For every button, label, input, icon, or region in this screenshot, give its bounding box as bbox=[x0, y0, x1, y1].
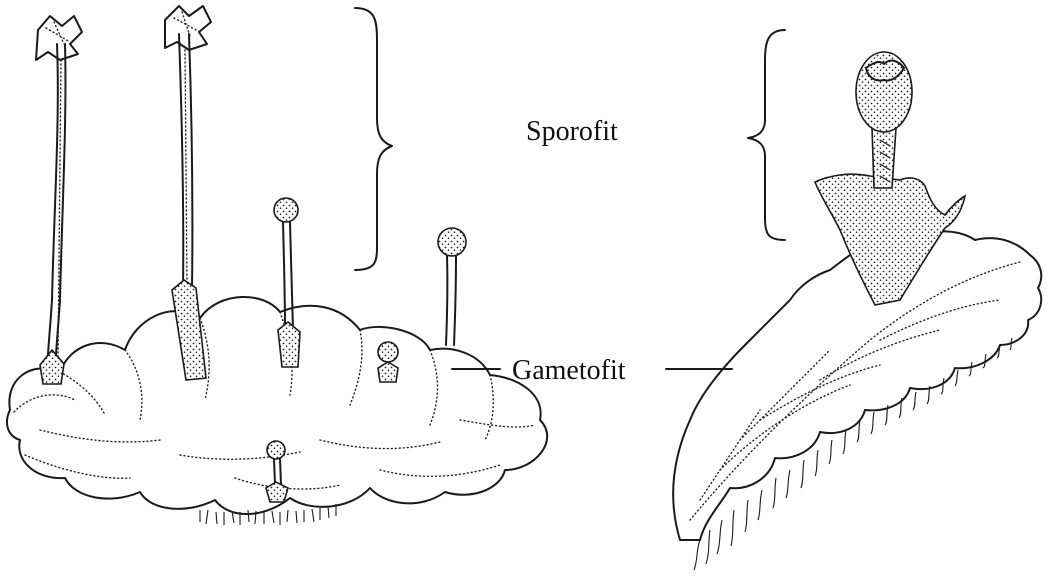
gametophyte-label: Gametofit bbox=[512, 355, 626, 386]
left-plant-illustration bbox=[7, 6, 547, 525]
sporophyte-brace-right bbox=[748, 30, 785, 240]
sporophyte-brace-left bbox=[355, 8, 392, 270]
right-plant-illustration bbox=[673, 52, 1041, 570]
sporophyte-label: Sporofit bbox=[526, 116, 618, 147]
